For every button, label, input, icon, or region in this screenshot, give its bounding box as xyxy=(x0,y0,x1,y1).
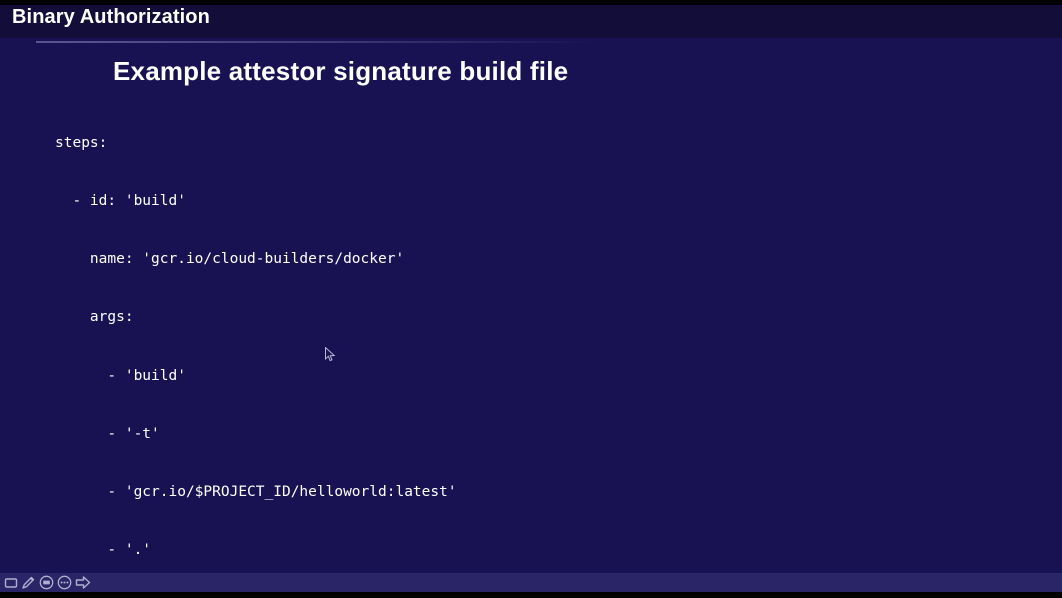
presenter-toolbar-icons[interactable] xyxy=(2,574,91,591)
code-line: - id: 'build' xyxy=(55,193,186,210)
header-divider xyxy=(36,41,596,43)
code-line: - '.' xyxy=(55,542,152,559)
presenter-toolbar xyxy=(0,573,1062,592)
code-line: - 'build' xyxy=(55,367,186,384)
more-options-icon[interactable] xyxy=(56,574,73,591)
next-slide-arrow-icon[interactable] xyxy=(74,574,91,591)
deck-title: Binary Authorization xyxy=(12,6,210,28)
slide-header-band xyxy=(0,5,1062,38)
bottom-letterbox xyxy=(0,592,1062,598)
laser-pointer-icon[interactable] xyxy=(38,574,55,591)
code-line: - 'gcr.io/$PROJECT_ID/helloworld:latest' xyxy=(55,484,457,501)
top-letterbox xyxy=(0,0,1062,5)
code-line: name: 'gcr.io/cloud-builders/docker' xyxy=(55,251,405,268)
code-line: args: xyxy=(55,309,134,326)
slide-title: Example attestor signature build file xyxy=(113,56,569,86)
code-line: steps: xyxy=(55,134,108,151)
slide-frame-icon[interactable] xyxy=(2,574,19,591)
yaml-code-block: steps: - id: 'build' name: 'gcr.io/cloud… xyxy=(55,95,1045,598)
pencil-icon[interactable] xyxy=(20,574,37,591)
code-line: - '-t' xyxy=(55,425,160,442)
